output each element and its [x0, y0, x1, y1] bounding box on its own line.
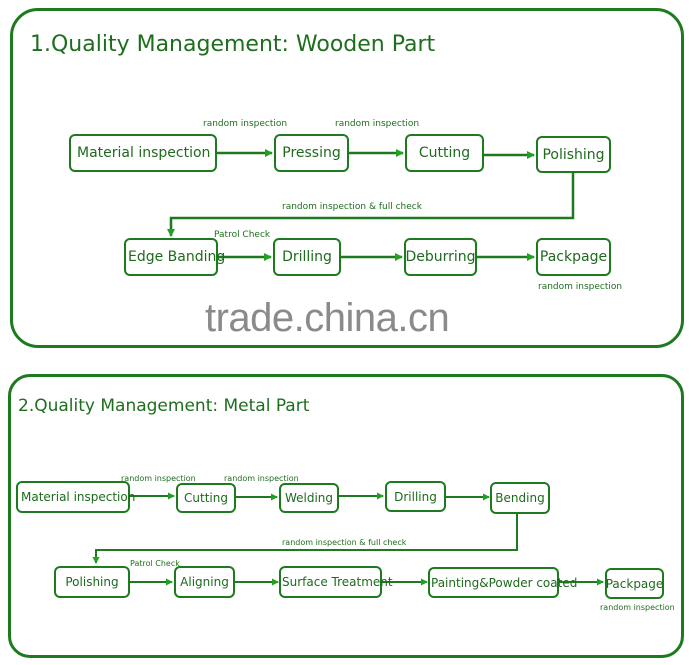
note-random-inspection: random inspection [538, 282, 623, 292]
step-drilling: Drilling [273, 238, 341, 276]
step-packpage: Packpage [536, 238, 611, 276]
step-surface-treatment: Surface Treatment [279, 566, 393, 598]
note-random-inspection: random inspection [600, 603, 675, 612]
arrow-polishing-to-edge-banding [167, 173, 575, 237]
step-pressing: Pressing [274, 134, 349, 172]
step-drilling: Drilling [385, 481, 446, 512]
step-cutting: Cutting [405, 134, 484, 172]
wooden-part-title: 1.Quality Management: Wooden Part [30, 32, 436, 57]
wooden-part-panel [10, 8, 684, 348]
note-patrol-check: Patrol Check [130, 559, 180, 568]
step-packpage: Packpage [605, 568, 664, 599]
step-polishing: Polishing [536, 136, 611, 173]
step-aligning: Aligning [174, 566, 235, 598]
note-random-inspection: random inspection [203, 119, 288, 129]
note-random-inspection: random inspection [224, 474, 299, 483]
step-polishing: Polishing [54, 566, 130, 598]
note-patrol-check: Patrol Check [214, 230, 271, 240]
step-painting-powder-coated: Painting&Powder coated [428, 567, 577, 598]
step-edge-banding: Edge Banding [124, 238, 225, 276]
note-random-inspection: random inspection [335, 119, 420, 129]
step-material-inspection: Material inspection [69, 134, 217, 172]
step-deburring: Deburring [404, 238, 477, 276]
arrow-bending-to-polishing [92, 514, 518, 564]
note-random-inspection: random inspection [121, 474, 196, 483]
metal-part-panel [8, 374, 684, 658]
metal-part-title: 2.Quality Management: Metal Part [18, 396, 310, 416]
watermark: trade.china.cn [205, 296, 450, 340]
step-welding: Welding [279, 483, 339, 513]
note-random-full-check: random inspection & full check [282, 202, 422, 212]
step-cutting: Cutting [176, 483, 236, 513]
note-random-full-check: random inspection & full check [282, 538, 407, 547]
step-material-inspection: Material inspection [16, 481, 135, 513]
step-bending: Bending [490, 482, 550, 514]
